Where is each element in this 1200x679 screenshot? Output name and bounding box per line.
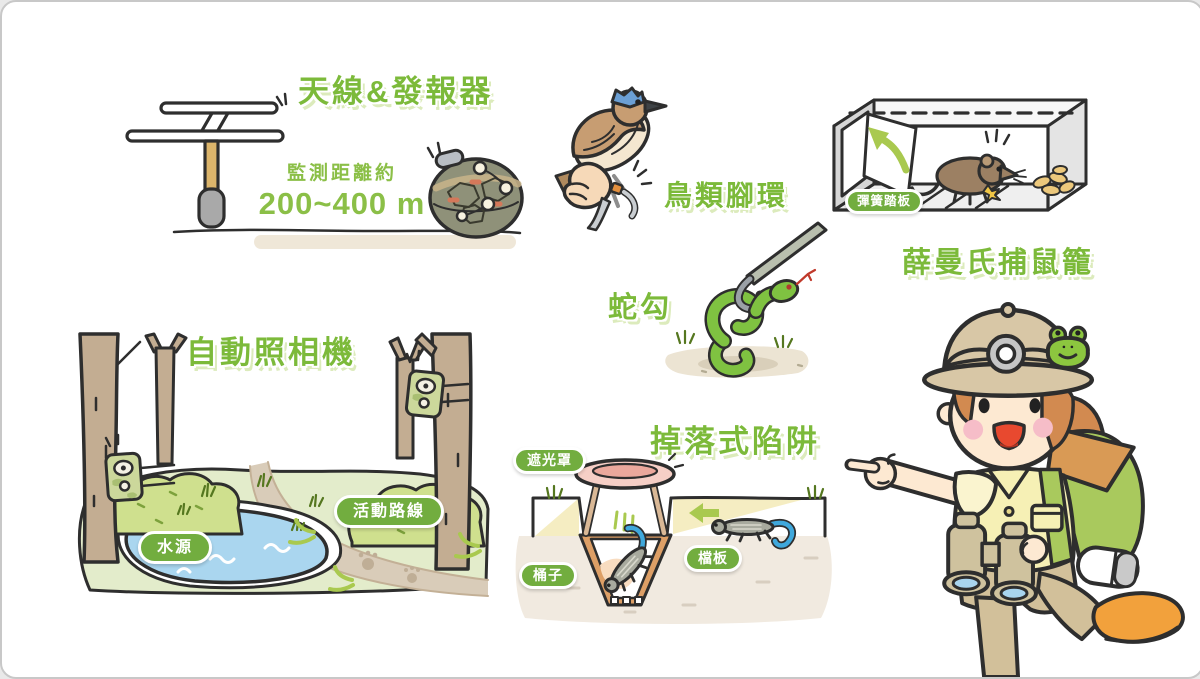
antenna-icon (125, 92, 288, 229)
turtle-transmitter-icon (426, 141, 524, 239)
water-source-label-pill: 水源 (138, 531, 213, 565)
antenna-transmitter-title: 天線&發報器 (298, 74, 494, 109)
camera-trap-scene (77, 332, 490, 597)
monitoring-range-text: 監測距離約 200~400 m (252, 158, 432, 222)
camera-trap-title: 自動照相機 (186, 335, 356, 370)
snake-hook-icon (665, 221, 828, 378)
activity-route-label-pill: 活動路線 (334, 495, 445, 529)
bird-in-hand-icon (554, 86, 668, 232)
sherman-trap-icon (832, 98, 1088, 212)
spring-pedal-label-pill: 彈簧踏板 (845, 189, 924, 214)
bird-leg-band-title: 鳥類腳環 (664, 180, 789, 211)
shade-cover-label-pill: 遮光罩 (513, 447, 586, 474)
sherman-trap-title: 薛曼氏捕鼠籠 (902, 247, 1095, 279)
range-label: 監測距離約 (286, 163, 397, 184)
researcher-character (844, 301, 1185, 677)
snake-hook-title: 蛇勾 (608, 292, 673, 324)
range-value: 200~400 m (258, 186, 426, 221)
bucket-label-pill: 桶子 (519, 562, 577, 589)
baffle-label-pill: 檔板 (684, 545, 742, 572)
pitfall-trap-title: 掉落式陷阱 (650, 424, 820, 459)
